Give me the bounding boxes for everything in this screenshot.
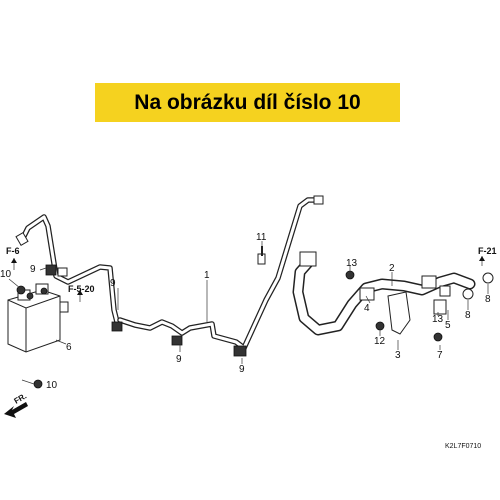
reference-labels: F-6 F-5-20 F-21	[6, 246, 497, 295]
ref-f21: F-21	[478, 246, 497, 256]
callout-1: 1	[204, 270, 210, 281]
callout-12: 12	[374, 336, 386, 347]
callout-13a: 13	[346, 258, 358, 269]
callout-4: 4	[364, 303, 370, 314]
callout-2: 2	[389, 263, 395, 274]
brake-hose-2	[292, 251, 476, 336]
ref-f520: F-5-20	[68, 284, 95, 294]
callout-8a: 8	[465, 310, 471, 321]
ref-f6: F-6	[6, 246, 20, 256]
callout-6: 6	[66, 342, 72, 353]
callout-10b: 10	[46, 380, 58, 391]
callout-7: 7	[437, 350, 443, 361]
callout-9c: 9	[176, 354, 182, 365]
abs-modulator-6	[7, 283, 69, 353]
callout-13b: 13	[432, 314, 444, 325]
diagram-code: K2L7F0710	[445, 443, 481, 450]
left-brake-pipe	[15, 214, 121, 329]
banner-text: Na obrázku díl číslo 10	[134, 90, 361, 114]
front-direction-indicator: FR.	[4, 391, 28, 418]
callout-3: 3	[395, 350, 401, 361]
callout-9d: 9	[239, 364, 245, 375]
front-arrow-icon	[4, 402, 28, 418]
callout-8b: 8	[485, 294, 491, 305]
callout-9b: 9	[110, 278, 116, 289]
leader-lines	[8, 241, 489, 385]
callout-11: 11	[256, 232, 267, 243]
brake-pipe-1	[117, 195, 324, 351]
callout-5: 5	[445, 320, 451, 331]
part-number-banner: Na obrázku díl číslo 10	[95, 83, 400, 122]
callout-10a: 10	[0, 269, 12, 280]
fittings	[16, 246, 494, 389]
callout-numbers: 1 2 3 4 5 6 7 8 8 9 9 9 9 10 10 11 12 13…	[0, 232, 491, 391]
callout-9a: 9	[30, 264, 36, 275]
